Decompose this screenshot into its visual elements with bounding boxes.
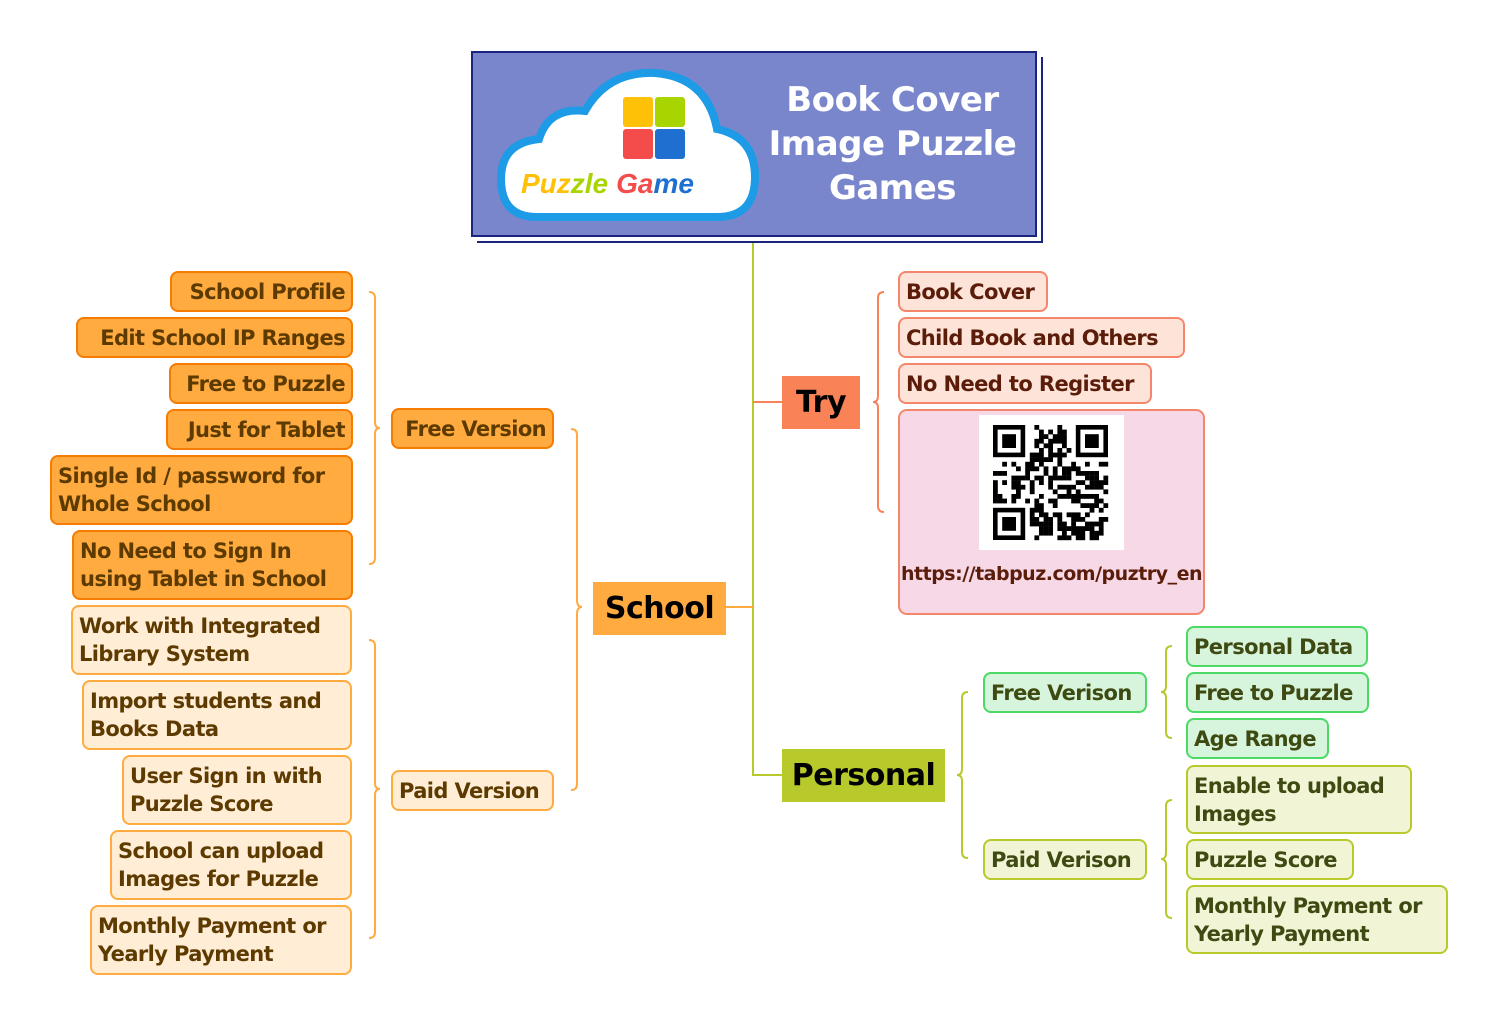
branch-school[interactable]: School <box>593 582 726 635</box>
puzzle-pieces-icon <box>623 97 685 159</box>
school-free-item[interactable]: Free to Puzzle <box>169 363 353 404</box>
try-item[interactable]: Child Book and Others <box>898 317 1185 358</box>
personal-paid-version[interactable]: Paid Verison <box>983 839 1147 880</box>
school-free-item[interactable]: Single Id / password for Whole School <box>50 455 353 525</box>
personal-paid-item[interactable]: Enable to upload Images <box>1186 765 1412 834</box>
central-topic-title: Book Cover Image Puzzle Games <box>760 78 1025 210</box>
personal-brace <box>956 691 969 859</box>
school-paid-item[interactable]: Work with Integrated Library System <box>71 605 352 675</box>
try-brace <box>872 291 885 513</box>
try-url-link[interactable]: https://tabpuz.com/puztry_en <box>901 563 1202 585</box>
school-paid-version[interactable]: Paid Version <box>391 770 554 811</box>
personal-free-brace <box>1160 645 1173 739</box>
title-line-3: Games <box>828 168 957 208</box>
personal-free-item[interactable]: Free to Puzzle <box>1186 672 1369 713</box>
title-line-1: Book Cover <box>786 80 999 120</box>
school-free-item[interactable]: Just for Tablet <box>166 409 353 450</box>
school-paid-item[interactable]: School can upload Images for Puzzle <box>110 830 352 900</box>
school-free-item[interactable]: No Need to Sign In using Tablet in Schoo… <box>72 530 353 600</box>
personal-free-version[interactable]: Free Verison <box>983 672 1147 713</box>
school-free-item[interactable]: Edit School IP Ranges <box>76 317 353 358</box>
school-free-item[interactable]: School Profile <box>170 271 353 312</box>
branch-try[interactable]: Try <box>782 376 860 429</box>
personal-paid-item[interactable]: Puzzle Score <box>1186 839 1354 880</box>
school-free-version[interactable]: Free Version <box>391 408 554 449</box>
school-paid-item[interactable]: Import students and Books Data <box>82 680 352 750</box>
school-brace <box>570 428 583 791</box>
school-paid-brace <box>368 639 381 939</box>
school-paid-item[interactable]: Monthly Payment or Yearly Payment <box>90 905 352 975</box>
school-paid-item[interactable]: User Sign in with Puzzle Score <box>122 755 352 825</box>
personal-free-item[interactable]: Personal Data <box>1186 626 1368 667</box>
try-item[interactable]: Book Cover <box>898 271 1048 312</box>
branch-personal[interactable]: Personal <box>782 749 945 802</box>
title-line-2: Image Puzzle <box>768 124 1017 164</box>
personal-free-item[interactable]: Age Range <box>1186 718 1329 759</box>
personal-paid-item[interactable]: Monthly Payment or Yearly Payment <box>1186 885 1448 954</box>
trunk-line <box>752 237 782 776</box>
try-item[interactable]: No Need to Register <box>898 363 1152 404</box>
school-free-brace <box>368 291 381 565</box>
personal-paid-brace <box>1160 799 1173 919</box>
qr-code-icon[interactable] <box>979 415 1124 550</box>
